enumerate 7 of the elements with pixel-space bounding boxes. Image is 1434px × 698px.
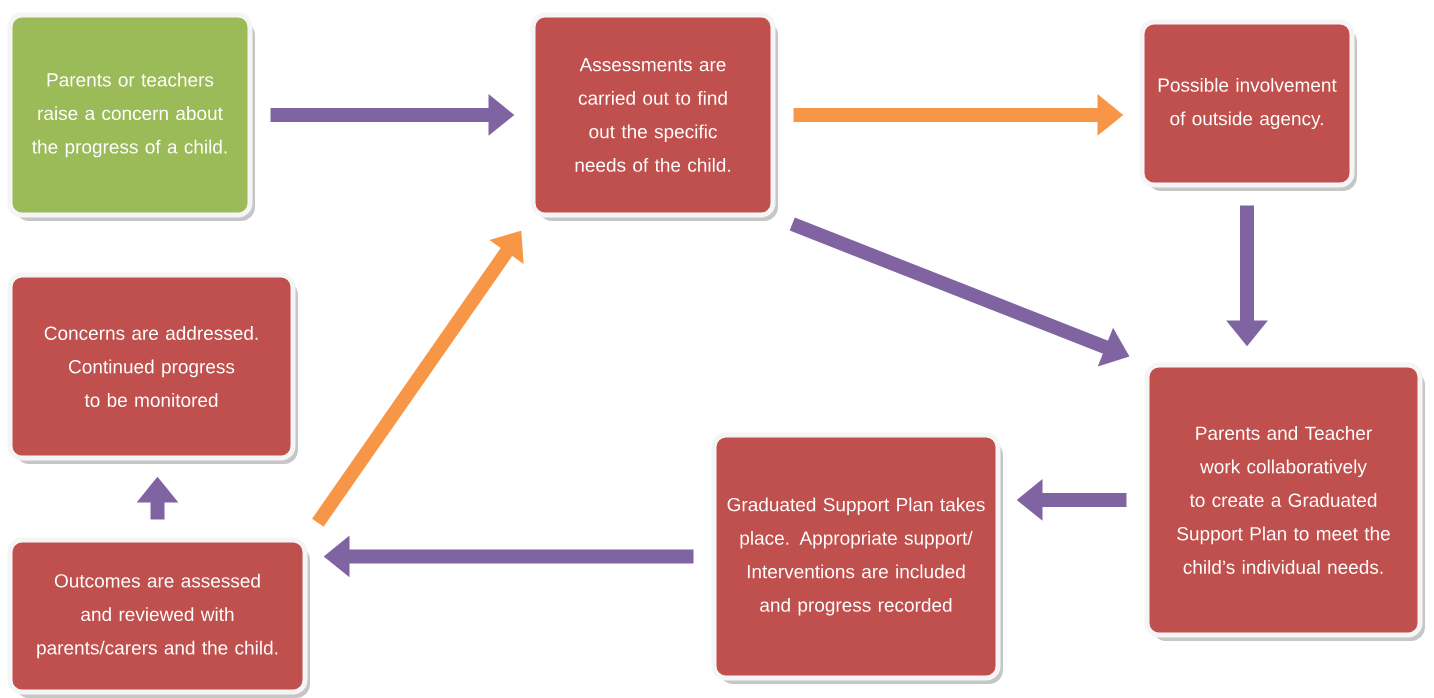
process-box: Assessments are carried out to find out the specific needs of the child. bbox=[530, 12, 778, 221]
process-box: Possible involvement of outside agency. bbox=[1139, 19, 1357, 191]
process-box: Concerns are addressed. Continued progress to be monitored bbox=[7, 272, 298, 464]
process-box: Parents or teachers raise a concern about the progress of a child. bbox=[7, 12, 255, 221]
process-box: Outcomes are assessed and reviewed with parents/carers and the child. bbox=[7, 537, 310, 698]
process-box: Graduated Support Plan takes place. Appropriate support/ Interventions are included and progress recorded bbox=[711, 432, 1003, 684]
process-box: Parents and Teacher work collaboratively to create a Graduated Support Plan to meet the child’s individual needs. bbox=[1144, 362, 1425, 641]
